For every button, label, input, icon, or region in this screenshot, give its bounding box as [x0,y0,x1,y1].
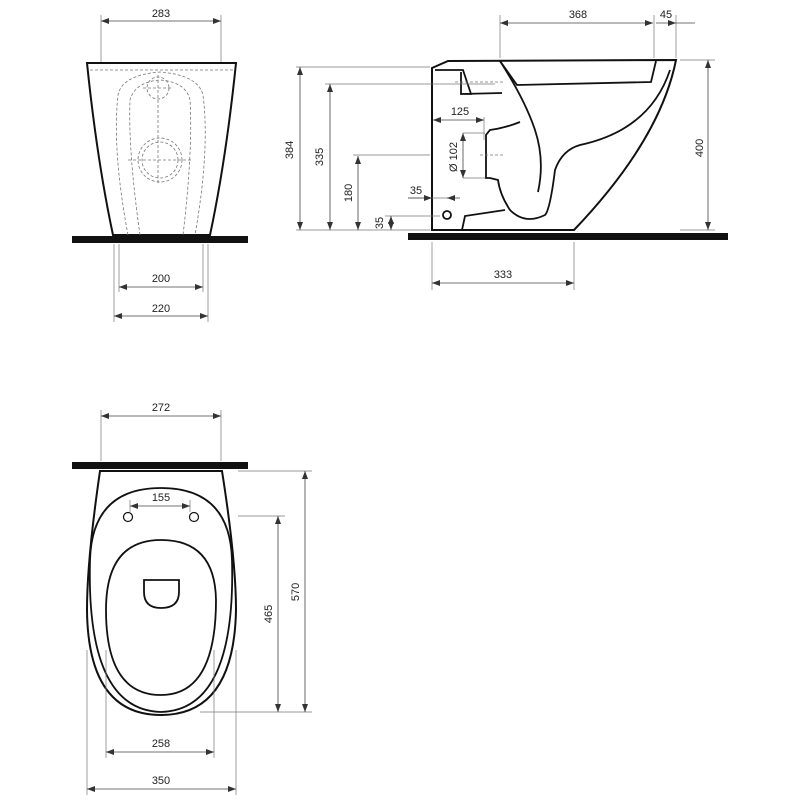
outlet-hole-icon [137,137,183,183]
dim-335: 335 [314,148,326,166]
inlet-line [435,69,503,95]
front-dimensions: 283 200 220 [100,8,222,322]
top-dimensions: 272 155 465 570 258 350 [86,402,312,795]
foot-line [461,209,506,231]
top-body-outline [85,470,238,717]
top-view: 272 155 465 570 258 350 [72,402,312,795]
dim-180: 180 [343,184,355,202]
side-body-outline [431,58,678,231]
dim-272: 272 [152,402,170,414]
seat-outline [88,487,234,713]
fixing-hole-icon [442,210,452,220]
dim-465: 465 [263,605,275,623]
dim-368: 368 [569,9,587,21]
dim-570: 570 [290,583,302,601]
wall-bar [72,462,248,469]
drain-icon [143,579,180,609]
dim-35-horizontal: 35 [410,185,422,197]
center-lines [128,75,192,185]
bowl-inner-line [499,60,542,193]
dim-258: 258 [152,738,170,750]
seat-opening [105,539,217,696]
dim-384: 384 [284,141,296,159]
hinge-hole-left-icon [122,511,134,523]
dim-35-vertical: 35 [374,217,386,229]
dim-125: 125 [451,106,469,118]
side-view: 368 45 384 335 180 35 125 Ø 102 35 333 4… [284,9,728,290]
bowl-trap-line [485,69,671,220]
dim-200: 200 [152,273,170,285]
dim-283: 283 [152,8,170,20]
hidden-line [115,71,206,236]
side-dimensions: 368 45 384 335 180 35 125 Ø 102 35 333 4… [284,9,715,290]
floor-bar [408,233,728,240]
dim-155: 155 [152,492,170,504]
dim-400: 400 [694,139,706,157]
front-view: 283 200 220 [72,8,248,322]
dim-350: 350 [152,775,170,787]
center-lines [455,81,505,156]
dim-45: 45 [660,9,672,21]
front-body-outline [85,62,238,236]
wall-floor-bar [72,236,248,243]
hidden-line [129,79,192,236]
hinge-hole-right-icon [188,511,200,523]
dim-220: 220 [152,303,170,315]
dim-diameter-102: Ø 102 [448,142,460,172]
dim-333: 333 [494,269,512,281]
